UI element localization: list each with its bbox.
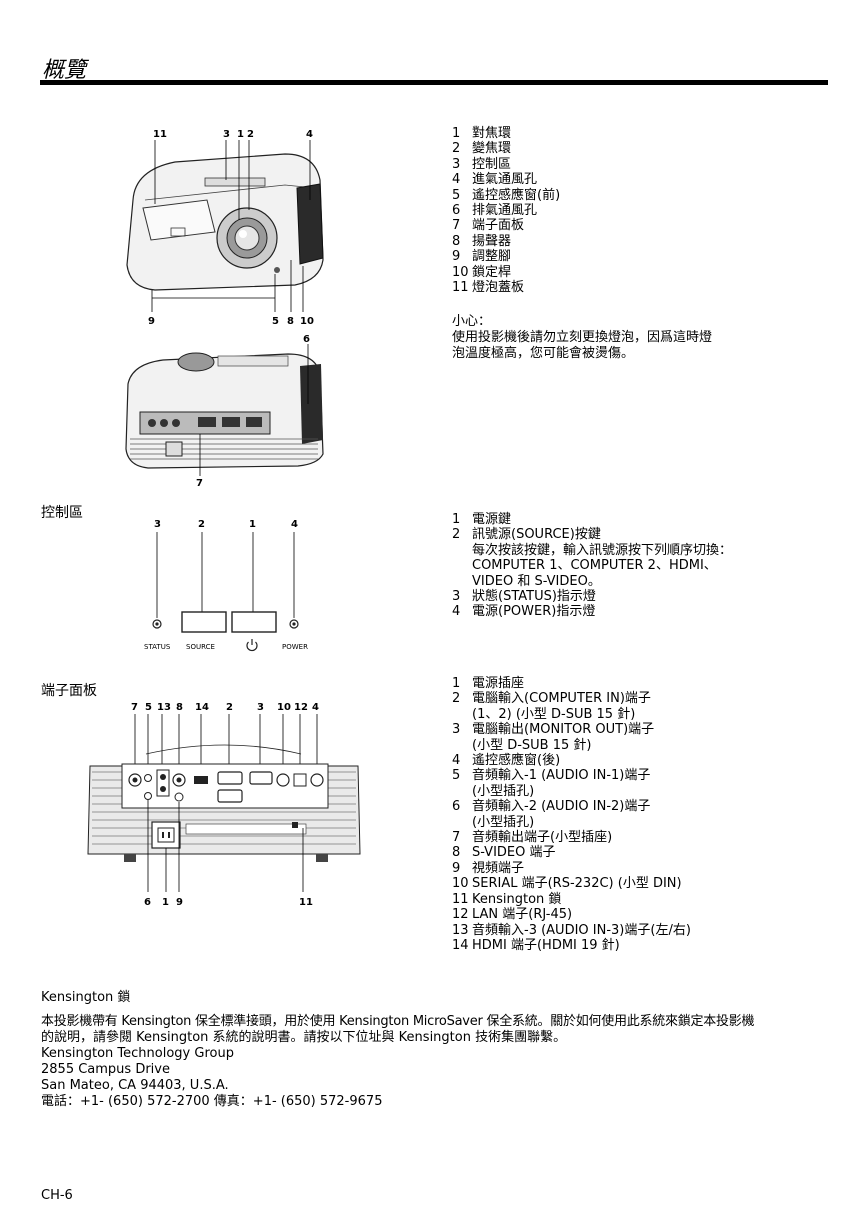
callout-9: 9 (148, 316, 155, 327)
kensington-address-line: San Mateo, CA 94403, U.S.A. (41, 1078, 229, 1093)
list-item-sub: (小型 D-SUB 15 針) (472, 737, 592, 753)
callout-7: 7 (196, 478, 203, 489)
callout-10: 10 (300, 316, 314, 327)
callout-control-1: 1 (249, 519, 256, 530)
status-label: STATUS (144, 643, 171, 651)
control-section-title: 控制區 (41, 505, 83, 521)
callout-terminal-3: 3 (257, 702, 264, 713)
terminal-panel-illustration (87, 714, 361, 892)
callout-terminal-13: 13 (157, 702, 171, 713)
callout-terminal-8: 8 (176, 702, 183, 713)
callout-control-2: 2 (198, 519, 205, 530)
kensington-text-line-2: 的說明，請參閱 Kensington 系統的說明書。請按以下位址與 Kensin… (41, 1030, 567, 1045)
kensington-contact-line: 電話：+1- (650) 572-2700 傳真：+1- (650) 572-9… (41, 1094, 383, 1109)
page-title: 概覽 (42, 58, 87, 83)
callout-terminal-11: 11 (299, 897, 313, 908)
terminal-section-title: 端子面板 (41, 683, 97, 699)
source-label: SOURCE (186, 643, 215, 651)
callout-4-top: 4 (306, 129, 313, 140)
callout-terminal-2: 2 (226, 702, 233, 713)
caution-title: 小心： (452, 314, 492, 329)
list-item-sub: (小型插孔) (472, 783, 535, 799)
caution-text-line-1: 使用投影機後請勿立刻更換燈泡，因爲這時燈 (452, 330, 713, 345)
projector-front-illustration (126, 140, 324, 312)
power-icon (246, 639, 258, 652)
list-item-sub: (1、2) (小型 D-SUB 15 針) (472, 706, 636, 722)
header-rule (40, 80, 828, 85)
callout-control-3: 3 (154, 519, 161, 530)
callout-terminal-6: 6 (144, 897, 151, 908)
callout-3-top: 3 (223, 129, 230, 140)
callout-11-top: 11 (153, 129, 167, 140)
page-number: CH-6 (41, 1188, 73, 1203)
kensington-body: 本投影機帶有 Kensington 保全標準接頭，用於使用 Kensington… (41, 1014, 841, 1110)
list-item-desc: 每次按該按鍵，輸入訊號源按下列順序切換： (472, 542, 733, 558)
callout-terminal-4: 4 (312, 702, 319, 713)
list-item-desc: COMPUTER 1、COMPUTER 2、HDMI、 (472, 558, 717, 574)
kensington-text-line-1: 本投影機帶有 Kensington 保全標準接頭，用於使用 Kensington… (41, 1014, 755, 1029)
callout-1-top: 1 (237, 129, 244, 140)
projector-rear-illustration (125, 344, 324, 476)
kensington-address-line: 2855 Campus Drive (41, 1062, 170, 1077)
callout-terminal-14: 14 (195, 702, 209, 713)
callout-terminal-5: 5 (145, 702, 152, 713)
callout-control-4: 4 (291, 519, 298, 530)
callout-terminal-10: 10 (277, 702, 291, 713)
caution-text-line-2: 泡溫度極高，您可能會被燙傷。 (452, 346, 635, 361)
callout-terminal-7: 7 (131, 702, 138, 713)
callout-terminal-12: 12 (294, 702, 308, 713)
list-item-sub: (小型插孔) (472, 814, 535, 830)
kensington-address-line: Kensington Technology Group (41, 1046, 234, 1061)
kensington-title: Kensington 鎖 (41, 990, 131, 1005)
callout-5: 5 (272, 316, 279, 327)
callout-terminal-1: 1 (162, 897, 169, 908)
power-label: POWER (282, 643, 308, 651)
list-item-desc: VIDEO 和 S-VIDEO。 (472, 573, 601, 589)
control-panel-illustration (152, 532, 299, 633)
callout-terminal-9: 9 (176, 897, 183, 908)
callout-8: 8 (287, 316, 294, 327)
callout-2-top: 2 (247, 129, 254, 140)
callout-6: 6 (303, 334, 310, 345)
